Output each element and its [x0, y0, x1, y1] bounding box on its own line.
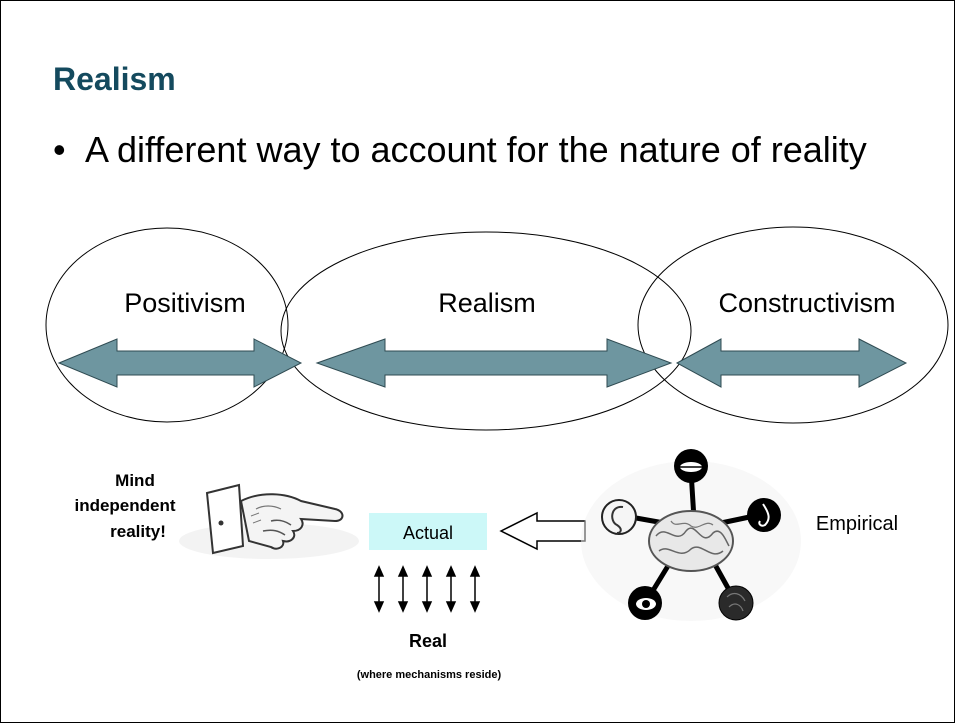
actual-label: Actual: [403, 523, 453, 543]
vertical-double-arrow-icon: [397, 565, 409, 613]
actual-box: [369, 513, 487, 550]
vertical-double-arrow-icon: [421, 565, 433, 613]
bullet-item: • A different way to account for the natu…: [53, 129, 867, 171]
vertical-arrows: [373, 565, 481, 613]
empirical-label: Empirical: [816, 513, 898, 535]
realism-ellipse: [280, 231, 692, 431]
real-label: Real: [409, 631, 447, 651]
slide-title: Realism: [53, 61, 176, 97]
mind-label-line3: reality!: [110, 522, 166, 541]
brain-senses-icon: [581, 449, 801, 621]
positivism-ellipse: [45, 227, 289, 423]
constructivism-double-arrow: [675, 338, 908, 388]
hollow-left-arrow: [499, 511, 586, 551]
positivism-double-arrow: [57, 338, 303, 388]
bullet-dot-icon: •: [53, 129, 66, 170]
constructivism-ellipse: [637, 226, 949, 424]
vertical-double-arrow-icon: [373, 565, 385, 613]
mind-label-line2: independent: [74, 496, 175, 515]
constructivism-label: Constructivism: [718, 288, 895, 318]
vertical-double-arrow-icon: [469, 565, 481, 613]
positivism-label: Positivism: [124, 288, 246, 318]
realism-label: Realism: [438, 288, 536, 318]
realism-double-arrow: [315, 338, 673, 388]
bullet-text: A different way to account for the natur…: [85, 129, 867, 170]
real-sub-label: (where mechanisms reside): [357, 669, 502, 681]
pointing-hand-icon: [179, 483, 359, 559]
mind-label-line1: Mind: [115, 471, 155, 490]
vertical-double-arrow-icon: [445, 565, 457, 613]
